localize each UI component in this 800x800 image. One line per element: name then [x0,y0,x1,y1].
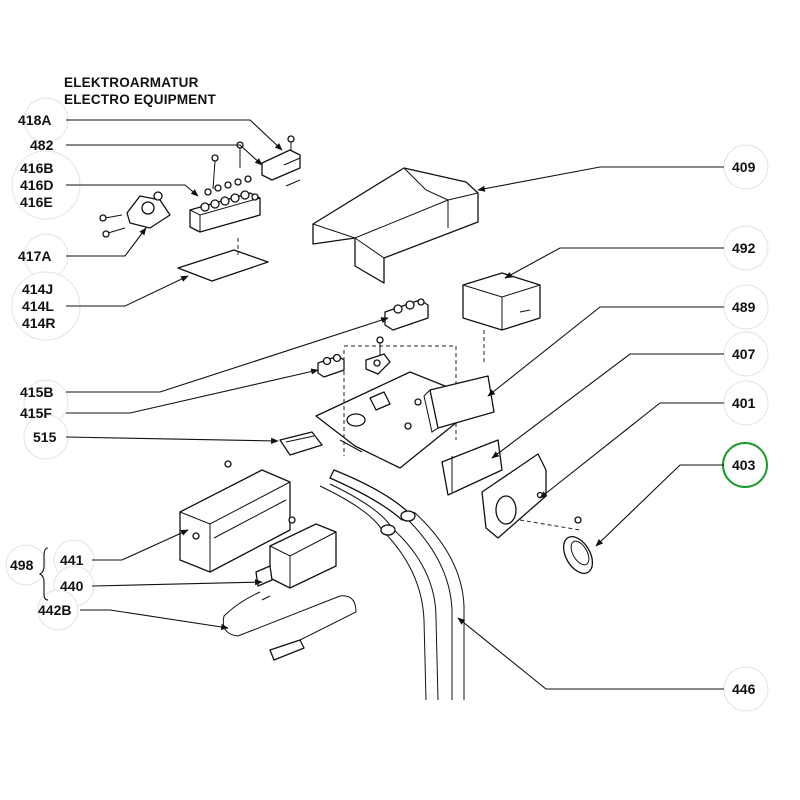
part-492-block [462,272,541,365]
label-441[interactable]: 441 [60,552,84,568]
label-416b[interactable]: 416B [20,160,53,176]
label-515[interactable]: 515 [33,429,57,445]
part-415b-terminal [384,298,429,331]
part-440-unit [255,523,337,589]
label-498[interactable]: 498 [10,557,34,573]
diagram-title-line2: ELECTRO EQUIPMENT [64,92,216,107]
label-416d[interactable]: 416D [20,177,53,193]
part-441-box [179,460,296,573]
leader-lines [38,119,724,690]
part-442b-sensor [222,591,357,661]
label-418a[interactable]: 418A [18,112,51,128]
part-416-terminal-block [189,175,261,233]
part-418a-482-clip [211,135,301,190]
part-489-bracket [423,375,495,433]
label-489[interactable]: 489 [732,299,756,315]
label-482[interactable]: 482 [30,137,54,153]
label-417a[interactable]: 417A [18,248,51,264]
part-446-pipes [319,469,465,701]
part-515-connector [279,431,323,456]
label-416e[interactable]: 416E [20,194,53,210]
part-407-plate [441,439,503,496]
label-414j[interactable]: 414J [22,281,53,297]
label-403[interactable]: 403 [732,457,756,473]
part-415f-terminal [317,336,391,378]
part-409-cover [312,167,479,284]
diagram-title-line1: ELEKTROARMATUR [64,75,199,90]
label-409[interactable]: 409 [732,159,756,175]
callout-circles [5,97,769,712]
label-442b[interactable]: 442B [38,602,71,618]
part-417a-clamp [99,191,171,238]
label-415f[interactable]: 415F [20,405,52,421]
label-415b[interactable]: 415B [20,384,53,400]
label-414r[interactable]: 414R [22,315,55,331]
part-414-plate [177,238,269,282]
label-492[interactable]: 492 [732,240,756,256]
label-407[interactable]: 407 [732,346,756,362]
label-440[interactable]: 440 [60,578,84,594]
label-414l[interactable]: 414L [22,298,54,314]
label-401[interactable]: 401 [732,395,756,411]
part-403-grommet [562,536,594,574]
label-446[interactable]: 446 [732,681,756,697]
part-401-panel [481,453,582,539]
part-mounting-plate [315,345,463,469]
